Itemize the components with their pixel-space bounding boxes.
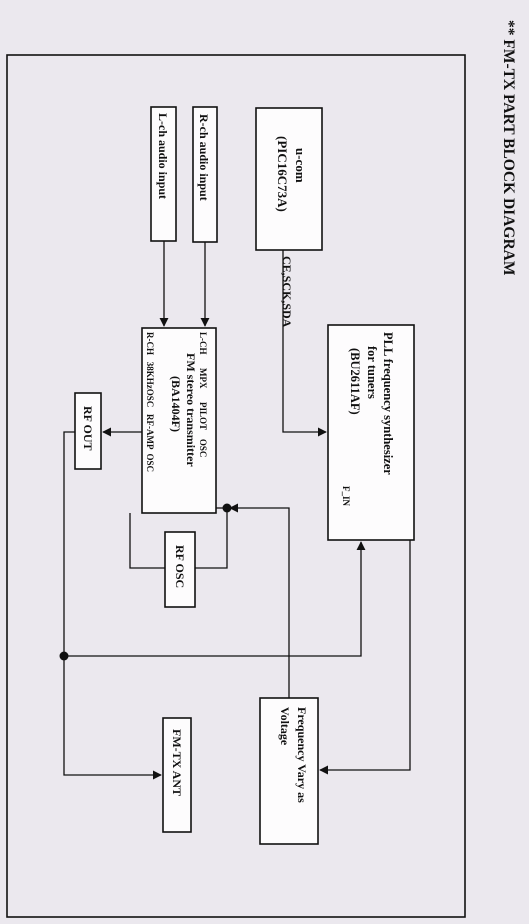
- pll-label: PLL frequency synthesizer: [381, 332, 395, 475]
- diagram-title: ** FM-TX PART BLOCK DIAGRAM: [500, 20, 517, 276]
- rf-junction-dot: [59, 651, 69, 661]
- osc-junction-dot: [222, 503, 232, 513]
- ucom-part-number: (PIC16C73A): [275, 136, 290, 212]
- ucom-label: u-com: [293, 148, 308, 183]
- rf-out-block: [74, 392, 102, 470]
- ucom-block: [255, 107, 323, 251]
- rf-osc-label: RF OSC: [173, 545, 187, 588]
- pll-part-number: (BU2611AF): [348, 348, 362, 415]
- fm-tx-ant-block: [162, 717, 192, 833]
- diagram-frame: [6, 54, 466, 918]
- rf-osc-left-wire: [129, 513, 165, 569]
- rch-audio-input-label: R-ch audio input: [197, 114, 211, 201]
- frequency-vary-block: [259, 697, 319, 845]
- signal-wires: [63, 241, 411, 780]
- fm-transmitter-pins-bottom: R-CH 38KHzOSC RF-AMP OSC: [145, 332, 155, 472]
- fm-transmitter-part-number: (BA1404F): [169, 376, 183, 432]
- frequency-vary-label-line2: Voltage: [278, 707, 292, 746]
- fm-tx-ant-label: FM-TX ANT: [170, 729, 184, 796]
- rf-osc-block: [164, 531, 196, 608]
- pll-to-frequency-vary-wire: [319, 540, 411, 775]
- fm-transmitter-pins-top: L-CH MPX PILOT OSC: [198, 332, 208, 457]
- pll-block: [327, 324, 415, 541]
- pll-fin-pin: F_IN: [341, 486, 351, 507]
- rf-out-label: RF OUT: [81, 406, 95, 451]
- lch-audio-input-block: [150, 106, 177, 242]
- pll-label-line2: for tuners: [365, 346, 379, 399]
- rf-out-to-antenna-wire: [63, 431, 162, 780]
- lch-audio-input-label: L-ch audio input: [156, 113, 170, 199]
- rf-osc-right-wire: [195, 508, 228, 569]
- frequency-vary-label: Frequency Vary as: [295, 707, 309, 803]
- fm-transmitter-block: [141, 327, 217, 514]
- fm-transmitter-label: FM stereo transmitter: [184, 353, 198, 467]
- voltage-to-osc-wire: [229, 503, 290, 698]
- rf-out-to-pll-wire: [64, 541, 366, 657]
- ucom-to-pll-wire: [282, 250, 327, 437]
- control-bus-label: CE,SCK,SDA: [280, 256, 294, 328]
